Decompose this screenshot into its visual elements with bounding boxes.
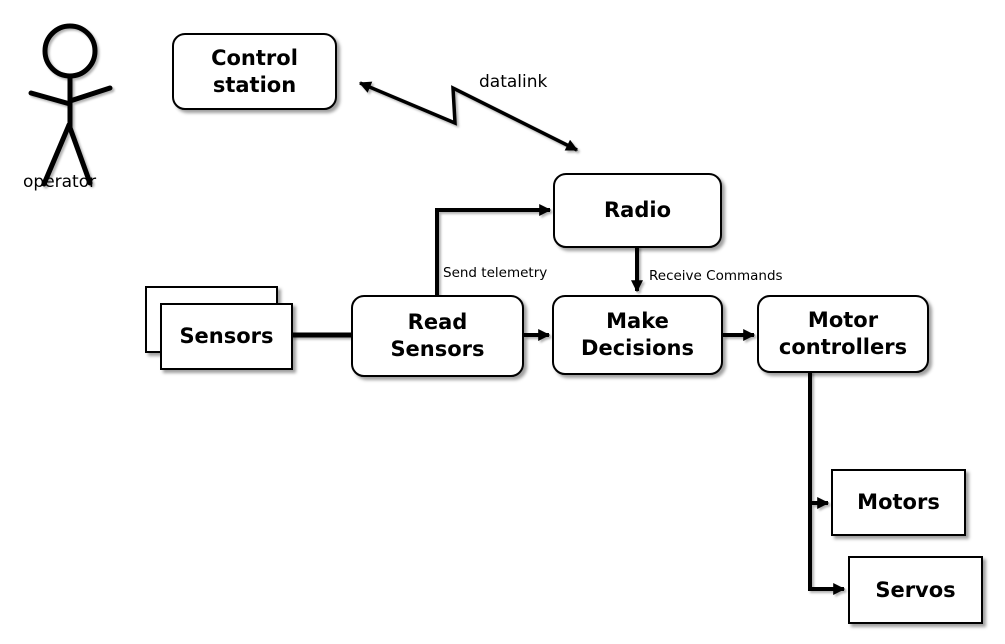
node-servos: Servos	[848, 556, 983, 624]
send-telemetry-label: Send telemetry	[443, 265, 548, 281]
stick-figure-left-arm	[28, 90, 73, 107]
receive-commands-label: Receive Commands	[649, 268, 783, 284]
node-read-sensors: Read Sensors	[351, 295, 524, 377]
stick-figure-left-leg	[41, 122, 72, 187]
stick-figure-right-arm	[67, 85, 113, 104]
node-motors: Motors	[831, 469, 966, 536]
edge-datalink	[358, 81, 579, 152]
node-make-decisions: Make Decisions	[552, 295, 723, 375]
operator-label: operator	[23, 172, 97, 192]
datalink-label: datalink	[479, 72, 548, 92]
node-sensors: Sensors	[160, 303, 293, 370]
node-motor-controllers: Motor controllers	[757, 295, 929, 373]
stick-figure-right-leg	[66, 122, 93, 186]
stick-figure-head	[42, 23, 98, 79]
operator-stick-figure	[28, 23, 113, 187]
node-control-station: Control station	[172, 33, 337, 110]
node-radio: Radio	[553, 173, 722, 248]
edge-motor-controllers-to-servos	[808, 371, 846, 595]
edge-send-telemetry	[435, 204, 552, 300]
